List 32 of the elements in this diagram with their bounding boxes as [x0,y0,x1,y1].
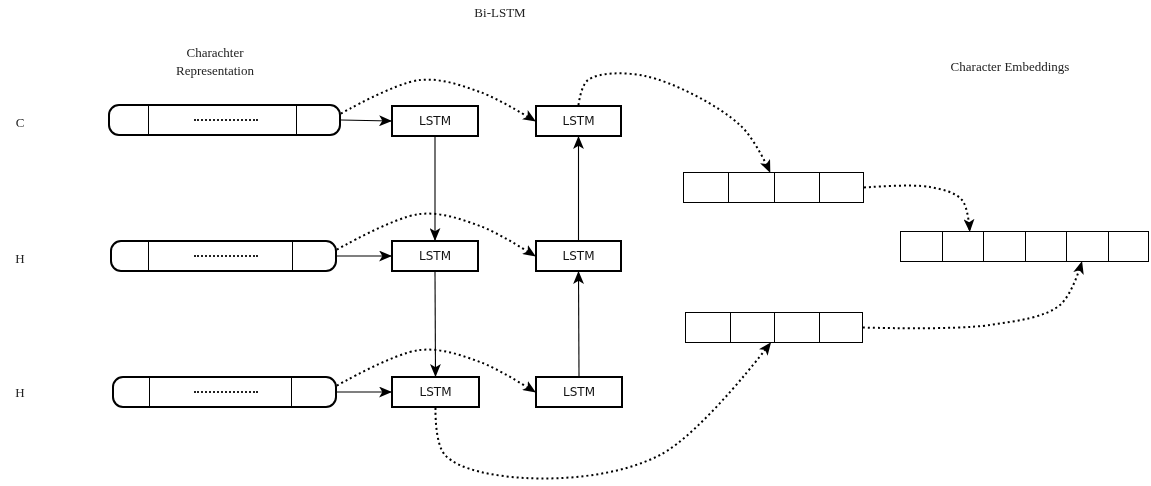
input-sequence-bar [110,240,337,272]
lstm-box: LSTM [391,105,479,137]
vector-box [685,312,863,343]
row-label: C [14,114,26,132]
input-sequence-bar [108,104,341,136]
dotted-arrow [862,260,1084,330]
dotted-arrow [577,72,771,173]
arrow [336,386,393,398]
vector-box [683,172,864,203]
lstm-box: LSTM [535,105,622,137]
section-heading: Bi-LSTM [473,4,527,22]
lstm-box: LSTM [535,376,623,408]
dotted-arrow [336,348,536,393]
arrow [573,135,584,241]
dotted-arrow [336,212,536,257]
arrow [573,270,584,377]
vector-box [900,231,1149,262]
lstm-box: LSTM [391,240,479,272]
section-heading: Charachter Representation [175,44,255,80]
section-heading: Character Embeddings [949,58,1071,76]
input-sequence-bar [112,376,337,408]
row-label: H [14,384,26,402]
arrow [430,271,441,378]
arrow [340,115,393,127]
dotted-arrow [863,184,975,233]
lstm-box: LSTM [391,376,480,408]
lstm-box: LSTM [535,240,622,272]
row-label: H [14,250,26,268]
arrow [336,250,393,262]
dotted-arrow [434,342,772,480]
arrow [429,136,441,242]
dotted-arrow [340,78,536,122]
